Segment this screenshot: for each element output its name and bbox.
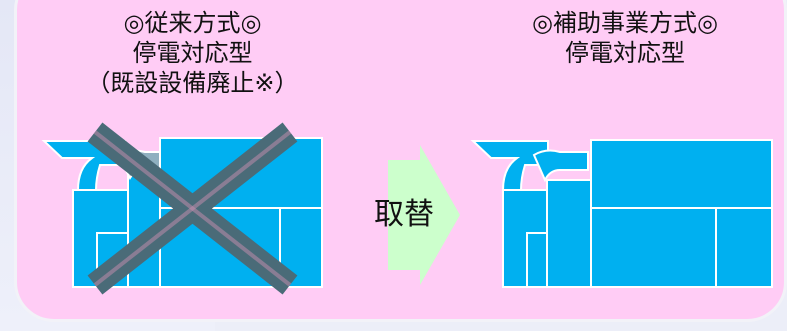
new-equipment-icon	[470, 139, 773, 288]
replace-arrow-icon	[388, 145, 460, 285]
left-caption-line1: ◎従来方式◎	[123, 9, 262, 37]
left-caption-line3: （既設設備廃止※）	[86, 69, 299, 97]
replace-label: 取替	[374, 197, 434, 232]
right-caption-line1: ◎補助事業方式◎	[532, 9, 718, 37]
right-caption-line2: 停電対応型	[565, 39, 685, 67]
left-caption: ◎従来方式◎ 停電対応型 （既設設備廃止※）	[70, 8, 315, 98]
left-caption-line2: 停電対応型	[132, 39, 253, 67]
removed-cross-icon	[87, 122, 298, 295]
right-caption: ◎補助事業方式◎ 停電対応型	[490, 8, 760, 68]
